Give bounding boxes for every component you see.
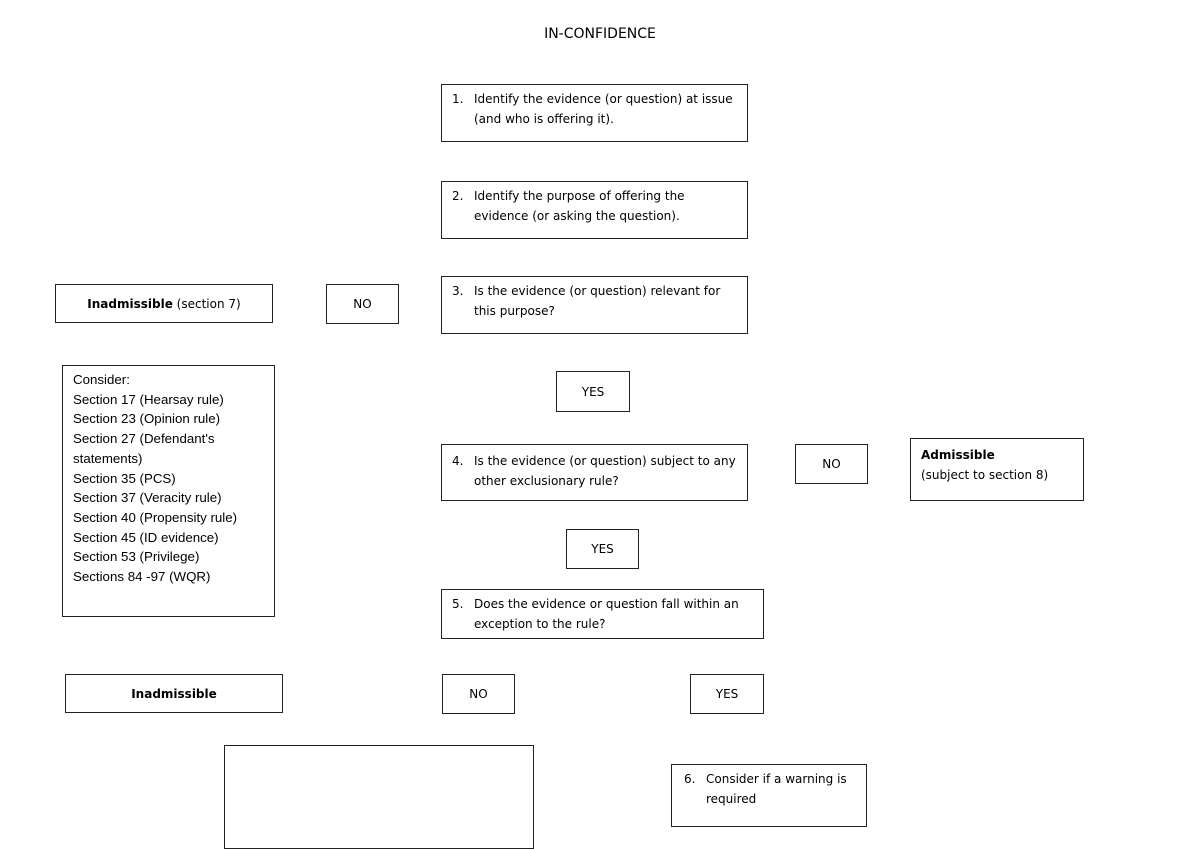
step-4-box: 4. Is the evidence (or question) subject… — [441, 444, 748, 501]
yes-answer-step-5: YES — [690, 674, 764, 714]
admissible-box: Admissible (subject to section 8) — [910, 438, 1084, 501]
no-answer-step-3: NO — [326, 284, 399, 324]
step-1-number: 1. — [452, 92, 464, 106]
consider-item: Section 23 (Opinion rule) — [73, 411, 221, 427]
step-1-text: Identify the evidence (or question) at i… — [474, 92, 733, 126]
yes-answer-step-3: YES — [556, 371, 630, 412]
inadmissible-label: Inadmissible — [131, 686, 217, 701]
inadmissible-section-7-box: Inadmissible (section 7) — [55, 284, 273, 323]
step-4-number: 4. — [452, 454, 464, 468]
section-7-reference: (section 7) — [172, 296, 241, 311]
step-1-box: 1. Identify the evidence (or question) a… — [441, 84, 748, 142]
consider-item: Sections 84 -97 (WQR) — [73, 569, 211, 585]
step-6-text: Consider if a warning is required — [706, 772, 847, 806]
step-6-box: 6. Consider if a warning is required — [671, 764, 867, 827]
step-2-box: 2. Identify the purpose of offering the … — [441, 181, 748, 239]
step-6-number: 6. — [684, 772, 696, 786]
step-2-text: Identify the purpose of offering the evi… — [474, 189, 685, 223]
inadmissible-box: Inadmissible — [65, 674, 283, 713]
step-5-text: Does the evidence or question fall withi… — [474, 597, 739, 631]
step-5-number: 5. — [452, 597, 464, 611]
step-3-text: Is the evidence (or question) relevant f… — [474, 284, 721, 318]
consider-item: Section 37 (Veracity rule) — [73, 490, 222, 506]
consider-heading: Consider: — [73, 372, 130, 387]
consider-item: Section 35 (PCS) — [73, 470, 176, 486]
step-2-number: 2. — [452, 189, 464, 203]
admissible-label: Admissible — [921, 448, 995, 462]
consider-item: Section 40 (Propensity rule) — [73, 509, 238, 525]
no-answer-step-5: NO — [442, 674, 515, 714]
consider-item: statements) — [73, 450, 143, 466]
step-3-number: 3. — [452, 284, 464, 298]
consider-item: Section 27 (Defendant's — [73, 431, 215, 447]
step-4-text: Is the evidence (or question) subject to… — [474, 454, 736, 488]
step-5-box: 5. Does the evidence or question fall wi… — [441, 589, 764, 639]
consider-exclusionary-rules-box: Consider: Section 17 (Hearsay rule) Sect… — [62, 365, 275, 617]
inadmissible-label: Inadmissible — [87, 296, 173, 311]
section-8-reference: (subject to section 8) — [921, 468, 1049, 482]
consider-item: Section 17 (Hearsay rule) — [73, 391, 224, 407]
step-3-box: 3. Is the evidence (or question) relevan… — [441, 276, 748, 334]
consider-item: Section 45 (ID evidence) — [73, 529, 219, 545]
classification-header: IN-CONFIDENCE — [544, 26, 656, 42]
consider-item: Section 53 (Privilege) — [73, 549, 200, 565]
yes-answer-step-4: YES — [566, 529, 639, 569]
empty-box — [224, 745, 534, 849]
no-answer-step-4: NO — [795, 444, 868, 484]
